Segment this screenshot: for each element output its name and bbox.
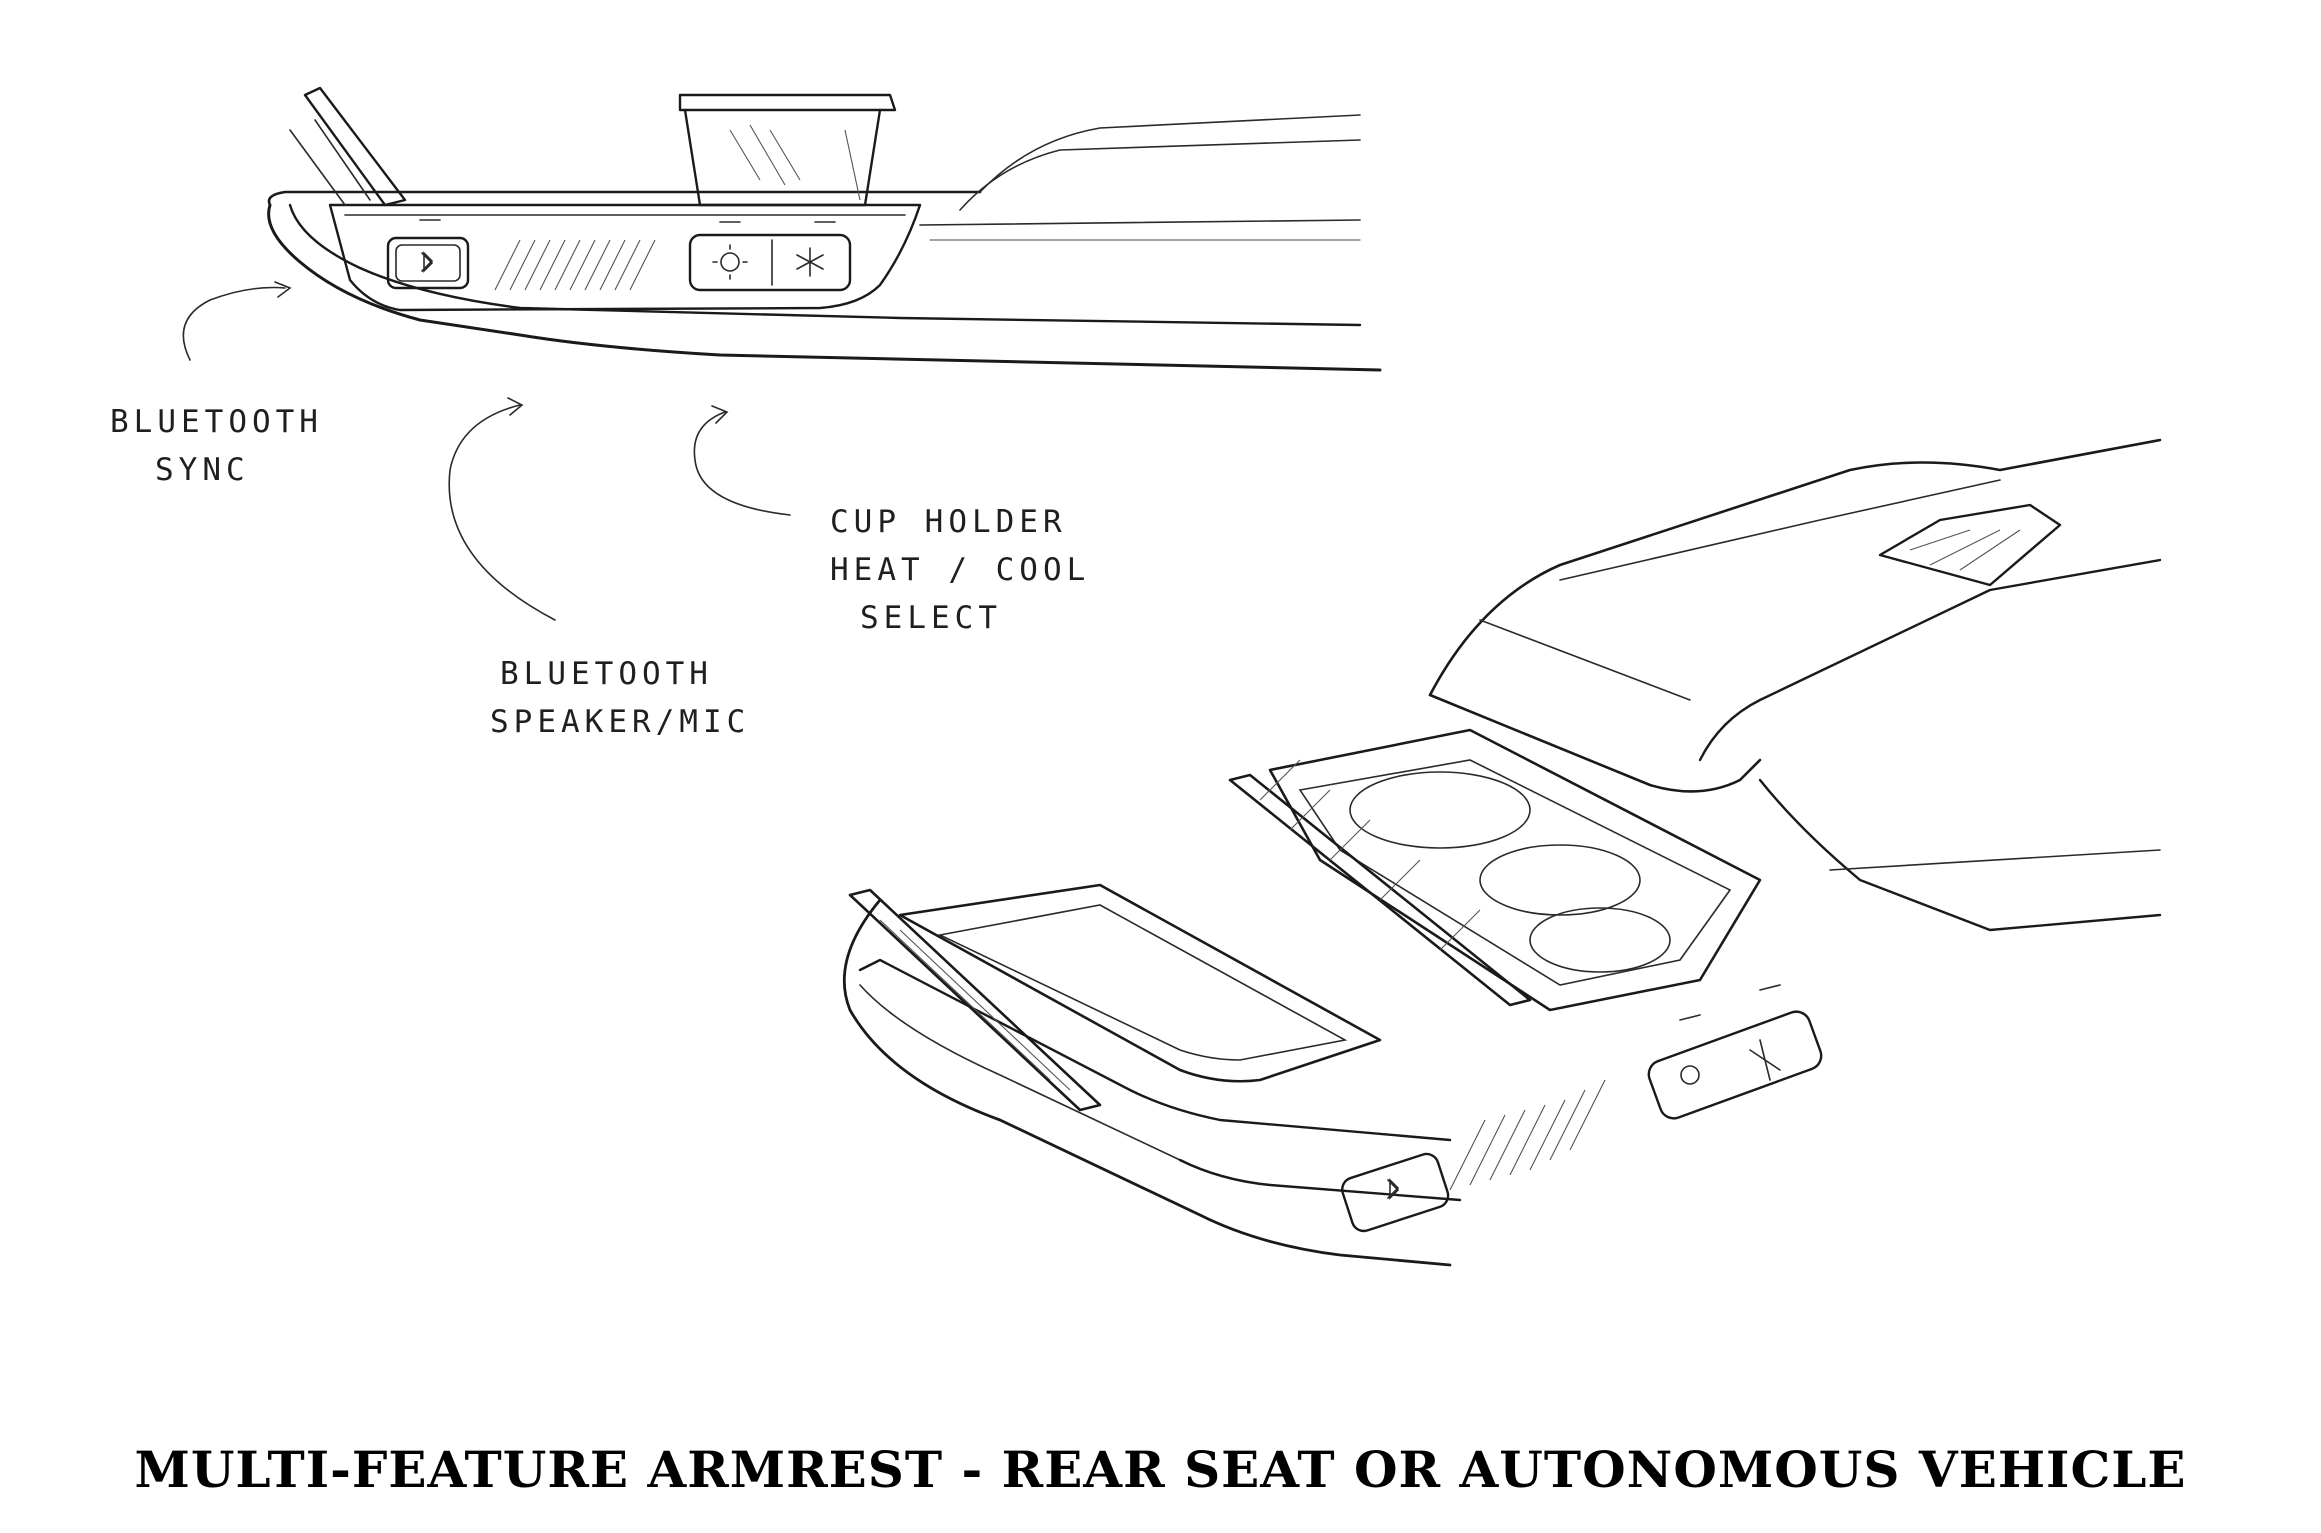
label-line: SPEAKER/MIC (490, 704, 751, 740)
speaker-grille (494, 239, 656, 291)
cool-snowflake-icon (796, 247, 824, 277)
label-bluetooth-speaker-mic: BLUETOOTH SPEAKER/MIC (490, 650, 750, 746)
side-view-sketch (267, 86, 1382, 372)
label-line: CUP HOLDER (830, 504, 1067, 540)
heat-sun-icon (720, 252, 740, 272)
label-line: BLUETOOTH (500, 656, 713, 692)
bluetooth-icon (421, 251, 434, 273)
label-cup-holder: CUP HOLDER HEAT / COOL SELECT (830, 498, 1090, 642)
label-line: BLUETOOTH (110, 404, 323, 440)
front-speaker-grille (1449, 1079, 1606, 1191)
label-bluetooth-sync: BLUETOOTH SYNC (110, 398, 323, 494)
perspective-view-sketch (842, 438, 2162, 1267)
label-line: SELECT (860, 600, 1002, 636)
label-line: HEAT / COOL (830, 552, 1091, 588)
figure-caption: MULTI-FEATURE ARMREST - REAR SEAT OR AUT… (134, 1440, 2187, 1499)
leader-arrows (182, 281, 791, 621)
label-line: SYNC (155, 452, 250, 488)
